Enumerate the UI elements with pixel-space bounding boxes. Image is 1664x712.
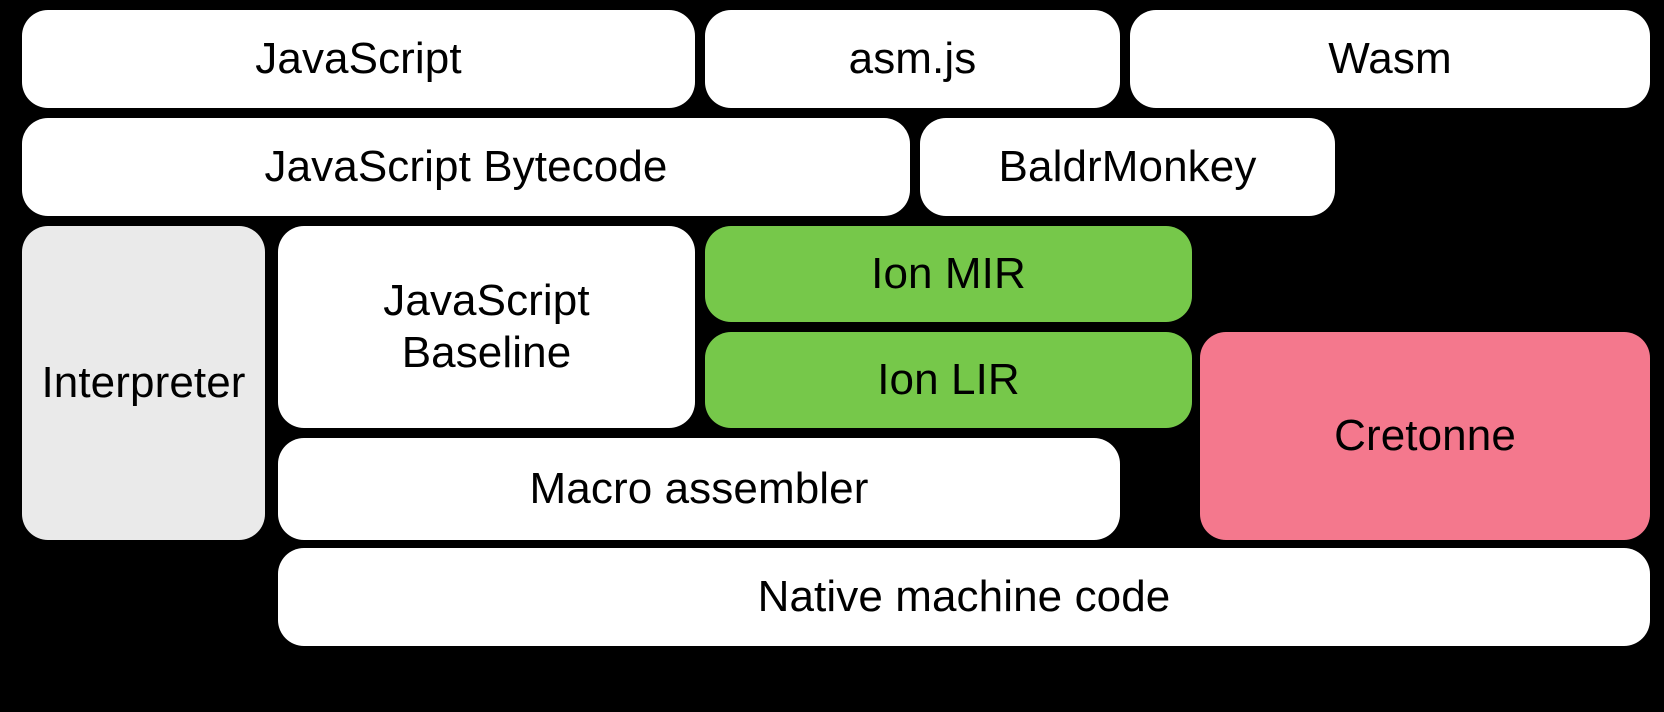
node-javascript[interactable]: JavaScript — [22, 10, 695, 108]
node-javascript-bytecode[interactable]: JavaScript Bytecode — [22, 118, 910, 216]
node-ion-lir[interactable]: Ion LIR — [705, 332, 1192, 428]
node-wasm[interactable]: Wasm — [1130, 10, 1650, 108]
node-javascript-baseline-label: JavaScript Baseline — [383, 276, 590, 377]
node-macro-assembler-label: Macro assembler — [529, 464, 869, 514]
node-interpreter[interactable]: Interpreter — [22, 226, 265, 540]
node-ion-lir-label: Ion LIR — [877, 355, 1020, 405]
node-baldrmonkey-label: BaldrMonkey — [998, 142, 1257, 192]
node-native-machine-code[interactable]: Native machine code — [278, 548, 1650, 646]
node-asm-js[interactable]: asm.js — [705, 10, 1120, 108]
node-cretonne[interactable]: Cretonne — [1200, 332, 1650, 540]
node-baldrmonkey[interactable]: BaldrMonkey — [920, 118, 1335, 216]
node-asm-js-label: asm.js — [848, 34, 977, 84]
node-wasm-label: Wasm — [1328, 34, 1452, 84]
node-ion-mir[interactable]: Ion MIR — [705, 226, 1192, 322]
node-cretonne-label: Cretonne — [1334, 411, 1516, 461]
node-javascript-bytecode-label: JavaScript Bytecode — [264, 142, 668, 192]
node-javascript-baseline[interactable]: JavaScript Baseline — [278, 226, 695, 428]
node-javascript-label: JavaScript — [255, 34, 462, 84]
node-native-machine-code-label: Native machine code — [757, 572, 1171, 622]
node-macro-assembler[interactable]: Macro assembler — [278, 438, 1120, 540]
node-interpreter-label: Interpreter — [41, 358, 246, 408]
node-ion-mir-label: Ion MIR — [871, 249, 1026, 299]
